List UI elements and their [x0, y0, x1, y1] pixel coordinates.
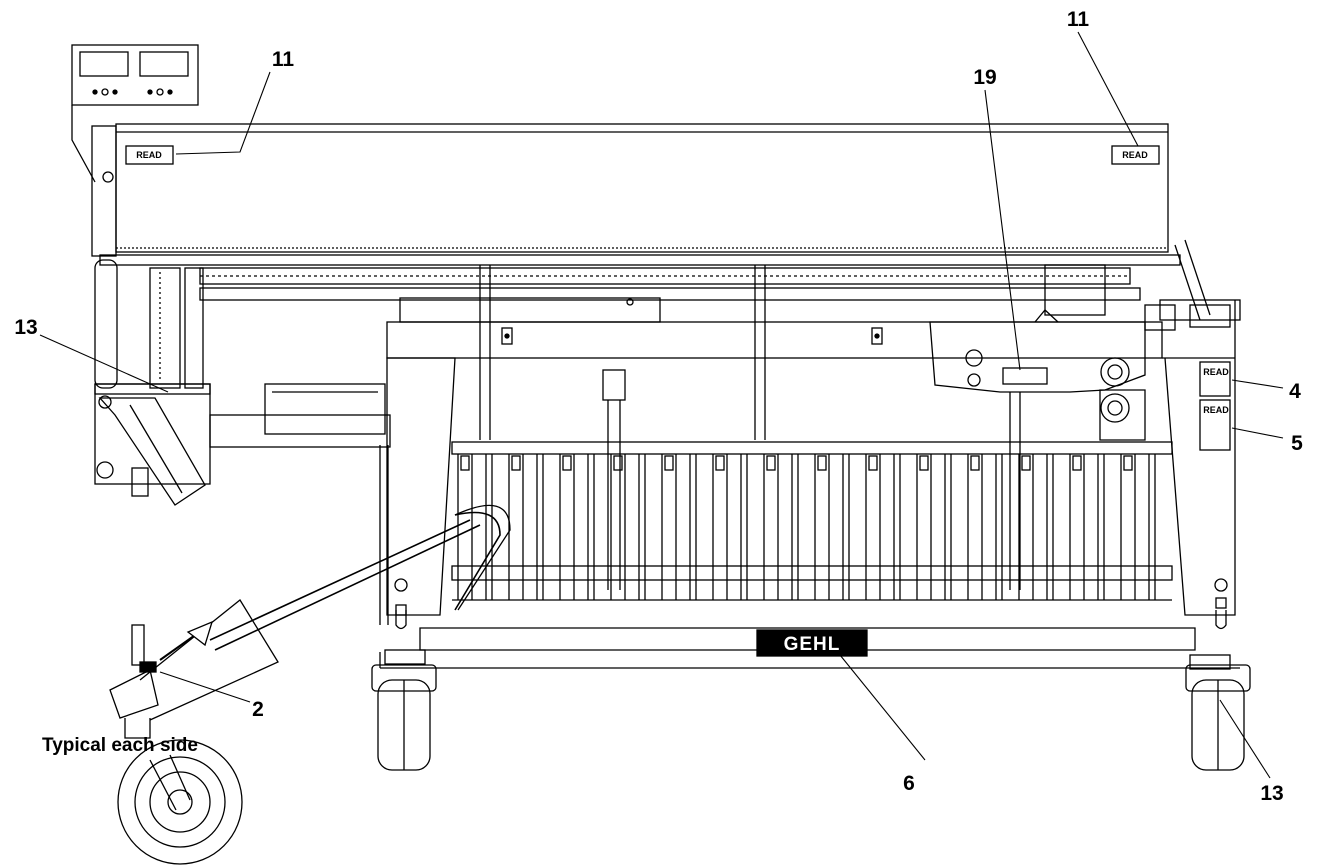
callout-19: 19 — [973, 66, 996, 89]
logo-text: GEHL — [784, 634, 841, 655]
tine-clip — [1072, 455, 1082, 471]
decal-box-top-left — [125, 145, 174, 165]
tine-pair — [893, 454, 901, 600]
front-frame — [379, 299, 1241, 670]
decal-read-top-right: READ — [1122, 150, 1148, 160]
tine-pair — [995, 454, 1003, 600]
tine-clip — [868, 455, 878, 471]
right-drive-plate — [929, 239, 1231, 590]
tine-clip — [562, 455, 572, 471]
gehl-logo: GEHL — [756, 629, 868, 657]
tine-pair — [689, 454, 697, 600]
callout-13-left: 13 — [14, 316, 37, 339]
tine-pair — [842, 454, 850, 600]
tine-clip — [1021, 455, 1031, 471]
tine-pair — [508, 454, 524, 600]
leader-lines — [39, 31, 1284, 779]
tine-clip — [460, 455, 470, 471]
left-caster-wheel — [371, 664, 437, 771]
tine-pair — [587, 454, 595, 600]
callout-4: 4 — [1289, 380, 1301, 403]
tine-clip — [613, 455, 623, 471]
tine-clip — [1123, 455, 1133, 471]
tine-pair — [916, 454, 932, 600]
center-arm — [602, 369, 626, 590]
decal-box-top-right — [1111, 145, 1160, 165]
tine-pair — [712, 454, 728, 600]
tine-clip — [970, 455, 980, 471]
tine-clip — [817, 455, 827, 471]
callout-2: 2 — [252, 698, 264, 721]
tine-pair — [1018, 454, 1034, 600]
tine-clip — [511, 455, 521, 471]
decal-read-side-4: READ — [1203, 367, 1229, 377]
tine-pair — [661, 454, 677, 600]
tine-pair — [485, 454, 493, 600]
callout-13-right: 13 — [1260, 782, 1283, 805]
left-bracket — [71, 44, 199, 257]
callout-11-left: 11 — [272, 48, 295, 71]
decal-box-4 — [1199, 361, 1231, 397]
tine-clip — [664, 455, 674, 471]
tine-pair — [967, 454, 983, 600]
tine-pair — [944, 454, 952, 600]
tine-pair — [457, 454, 473, 600]
tine-pair — [791, 454, 799, 600]
caster-detail-inset — [109, 504, 511, 865]
right-caster-wheel — [1185, 664, 1251, 771]
detail-caption: Typical each side — [42, 735, 198, 756]
top-hood — [115, 123, 1169, 253]
decal-19-box — [1002, 367, 1048, 385]
tine-pair — [610, 454, 626, 600]
tine-pair — [1069, 454, 1085, 600]
tine-pair — [1046, 454, 1054, 600]
tine-pair — [740, 454, 748, 600]
decal-box-5 — [1199, 399, 1231, 451]
tine-pair — [814, 454, 830, 600]
callout-11-right: 11 — [1067, 8, 1090, 31]
tine-pair — [536, 454, 544, 600]
tine-clip — [919, 455, 929, 471]
tine-pair — [638, 454, 646, 600]
tine-pair — [559, 454, 575, 600]
decal-read-side-5: READ — [1203, 405, 1229, 415]
callout-5: 5 — [1291, 432, 1303, 455]
tine-pair — [1120, 454, 1136, 600]
tine-pair — [763, 454, 779, 600]
callout-6: 6 — [903, 772, 915, 795]
decal-read-top-left: READ — [136, 150, 162, 160]
tine-clip — [715, 455, 725, 471]
tine-pair — [865, 454, 881, 600]
tine-clip — [766, 455, 776, 471]
tine-pair — [1148, 454, 1156, 600]
left-gearbox — [94, 383, 391, 625]
reel-assembly — [94, 254, 1181, 440]
tine-comb — [451, 441, 1173, 601]
tine-pair — [1097, 454, 1105, 600]
